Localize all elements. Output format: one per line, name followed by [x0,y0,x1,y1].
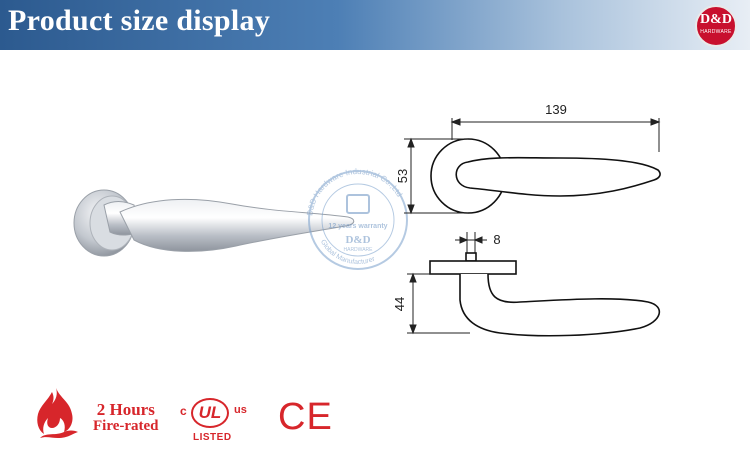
dim-spindle [455,232,487,256]
logo-sub-text: HARDWARE [700,29,732,35]
fire-rating: 2 Hours Fire-rated [93,401,159,435]
dim-length-label: 139 [545,102,567,117]
logo-main-text: D&D [700,12,732,27]
dim-rose [404,137,468,215]
ul-us-mark: us [234,404,247,416]
drawing-side-view [429,252,660,337]
svg-text:D&D Hardware Industrial Co.,Lt: D&D Hardware Industrial Co.,Ltd [305,167,404,216]
drawing-top-view [430,138,661,214]
dim-rose-label: 53 [395,169,410,183]
handle-photo [73,189,355,257]
ul-c-mark: c [180,404,187,418]
dim-projection-label: 44 [392,297,407,311]
watermark-warranty: 12 years warranty [328,223,387,230]
dim-spindle-label: 8 [493,232,500,247]
fire-icon [37,388,78,438]
watermark-ring-text: D&D Hardware Industrial Co.,Ltd [305,167,404,216]
watermark-brand-sub: HARDWARE [344,247,374,253]
dim-projection [407,272,470,335]
brand-logo: D&D HARDWARE [695,5,737,47]
ce-mark: CE [278,396,333,438]
product-figure: D&D Hardware Industrial Co.,Ltd Global M… [73,102,661,337]
dim-length [450,118,661,152]
watermark-brand: D&D [345,234,370,246]
fire-rating-hours: 2 Hours [96,400,155,419]
ul-logo: UL [191,398,229,428]
header-banner: Product size display D&D HARDWARE [0,0,750,50]
fire-rating-label: Fire-rated [93,418,159,434]
page-title: Product size display [8,4,271,37]
ul-listed-label: LISTED [193,432,232,443]
lever-photo [119,198,355,252]
